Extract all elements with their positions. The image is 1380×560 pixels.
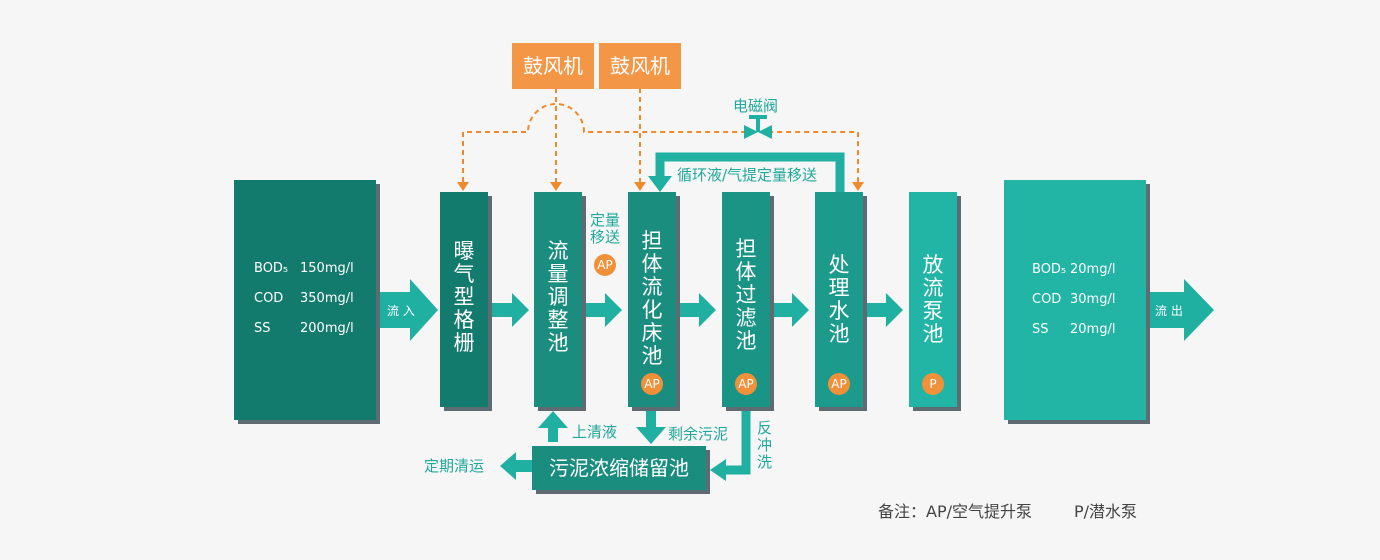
blower-1: 鼓风机 (512, 43, 594, 89)
legend-note: 备注：AP/空气提升泵 (878, 502, 1032, 521)
unit-name: 担体流化床池 (641, 229, 663, 368)
solenoid-valve-icon (744, 115, 772, 139)
air-header-line (462, 103, 859, 182)
discharge-pump-tank: 放流泵池 P (909, 192, 957, 407)
arrow-outflow (1144, 279, 1214, 341)
backwash-label: 反冲洗 (757, 419, 773, 471)
solenoid-valve-label: 电磁阀 (733, 97, 779, 115)
treated-water-tank: 处理水池 AP (815, 192, 863, 407)
arrow-excess-sludge (636, 407, 666, 444)
fluidized-bed-tank: 担体流化床池 AP (628, 192, 676, 407)
air-line-arrowheads (457, 182, 864, 191)
airlift-pump-badge: AP (735, 373, 757, 395)
excess-sludge-label: 剩余污泥 (668, 425, 729, 443)
legend-pump: P/潜水泵 (1074, 502, 1138, 521)
recycle-line (655, 152, 845, 193)
unit-name: 污泥浓缩储留池 (549, 456, 689, 480)
periodic-removal-label: 定期清运 (424, 457, 485, 475)
flow-arrows (376, 279, 1214, 480)
arrow-periodic-removal (500, 452, 532, 480)
arrow-treated-to-discharge (866, 293, 903, 327)
unit-name: 担体过滤池 (735, 237, 757, 353)
unit-name: 流量调整池 (547, 239, 569, 355)
supernatant-label: 上清液 (572, 423, 618, 441)
arrow-eq-to-fb (585, 293, 622, 327)
unit-name: 放流泵池 (922, 253, 944, 346)
sludge-storage-tank: 污泥浓缩储留池 (532, 446, 706, 490)
air-arrow-fluidized (634, 182, 646, 191)
dosing-label: 定量移送 (590, 211, 621, 246)
recycle-label: 循环液/气提定量移送 (677, 166, 818, 184)
air-arrow-screen (457, 182, 469, 191)
unit-name: 处理水池 (828, 253, 850, 346)
submersible-pump-badge: P (922, 373, 944, 395)
arrow-fb-to-filter (679, 293, 716, 327)
flow-equalization-tank: 流量调整池 (534, 192, 582, 407)
outflow-label: 流 出 (1155, 304, 1183, 318)
air-arrow-treated (852, 182, 864, 191)
airlift-pump-badge: AP (828, 373, 850, 395)
arrow-supernatant (538, 411, 568, 442)
blower-2: 鼓风机 (599, 43, 681, 89)
aerated-screen-unit: 曝气型格栅 (440, 192, 488, 407)
unit-name: 曝气型格栅 (453, 239, 475, 355)
carrier-filter-tank: 担体过滤池 AP (722, 192, 770, 407)
backwash-line (710, 407, 751, 481)
inflow-label: 流 入 (387, 304, 415, 318)
recycle-arrowhead (648, 176, 672, 192)
air-supply-lines (462, 88, 859, 182)
arrow-filter-to-treated (772, 293, 809, 327)
arrow-screen-to-eq (491, 293, 529, 327)
air-arrow-equalization (550, 182, 562, 191)
arrow-inflow (376, 279, 438, 341)
airlift-pump-badge: AP (641, 373, 663, 395)
dosing-pump-badge: AP (594, 254, 616, 276)
